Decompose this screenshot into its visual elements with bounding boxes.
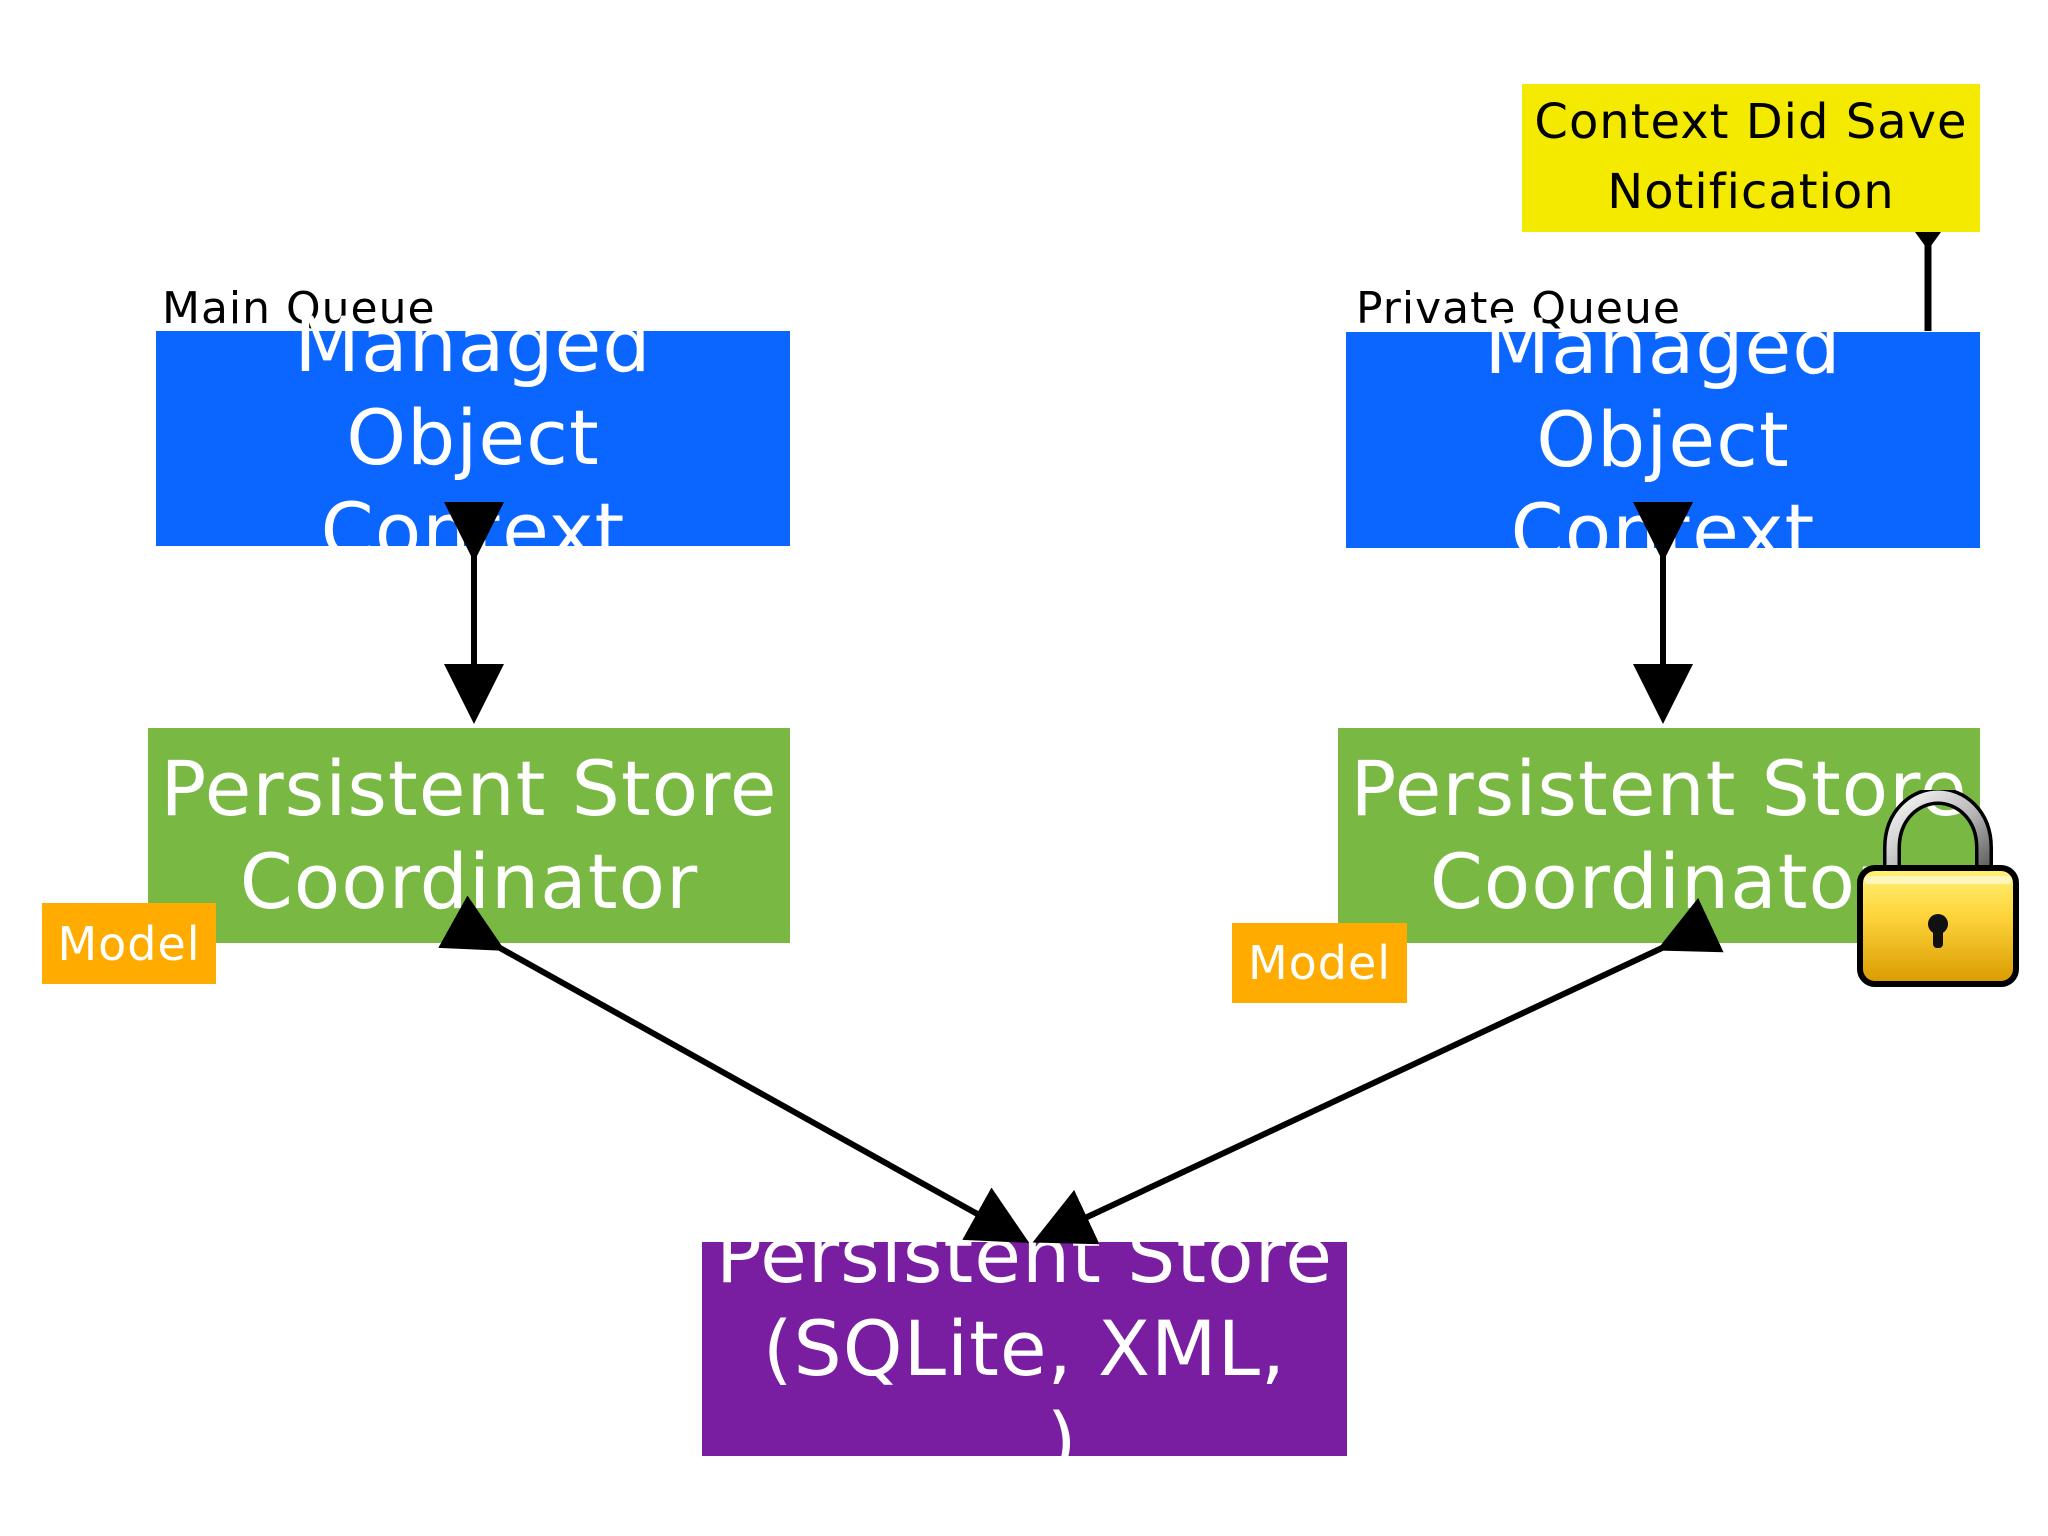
right-persistent-store-coordinator-line-2: Coordinator (1429, 836, 1889, 926)
persistent-store-box: Persistent Store (SQLite, XML, ...) (702, 1211, 1347, 1485)
right-managed-object-context-box: Managed Object Context (1346, 302, 1980, 576)
persistent-store-line-1: Persistent Store (716, 1210, 1333, 1300)
left-managed-object-context-box: Managed Object Context (156, 300, 790, 575)
notification-line-1: Context Did Save (1534, 94, 1968, 151)
left-to-store-arrow (438, 895, 1030, 1243)
right-managed-object-context-line-2: Context (1510, 487, 1816, 577)
private-queue-label: Private Queue (1356, 283, 1681, 334)
persistent-store-line-2: (SQLite, XML, ...) (762, 1303, 1287, 1486)
left-managed-object-context-line-1: Managed Object (294, 300, 652, 483)
left-model-badge: Model (42, 903, 216, 984)
context-did-save-notification-box: Context Did Save Notification (1522, 84, 1980, 232)
right-persistent-store-coordinator-line-1: Persistent Store (1350, 743, 1968, 833)
main-queue-label: Main Queue (162, 283, 436, 334)
right-model-badge: Model (1232, 923, 1407, 1003)
left-persistent-store-coordinator-line-2: Coordinator (239, 836, 699, 926)
left-managed-object-context-line-2: Context (320, 485, 626, 575)
lock-icon (1857, 790, 2019, 987)
left-persistent-store-coordinator-line-1: Persistent Store (160, 743, 778, 833)
right-managed-object-context-line-1: Managed Object (1484, 301, 1842, 484)
notification-line-2: Notification (1607, 164, 1895, 220)
left-persistent-store-coordinator-box: Persistent Store Coordinator (148, 728, 790, 943)
notification-connector-cap (1915, 232, 1941, 250)
